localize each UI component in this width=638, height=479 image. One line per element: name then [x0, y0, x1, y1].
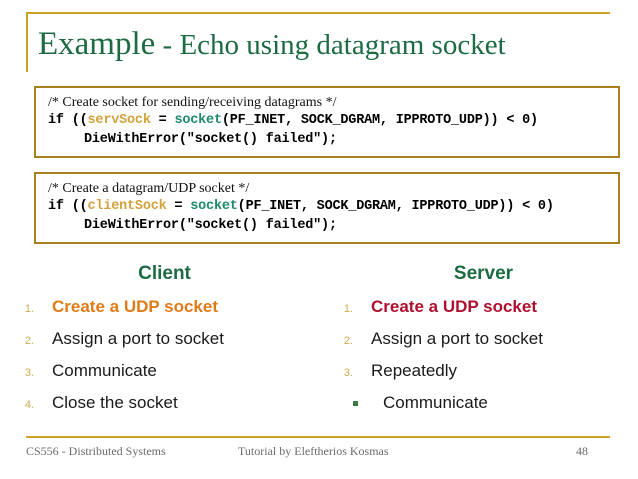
footer-course-name: CS556 - Distributed Systems [26, 444, 166, 458]
page-title-sub: Echo using datagram socket [179, 29, 506, 61]
list-item-label: Repeatedly [371, 361, 458, 380]
code-token-function: socket [174, 113, 222, 128]
code-line-call: DieWithError("socket() failed"); [84, 132, 337, 147]
two-column-steps: Client 1. Create a UDP socket 2. Assign … [0, 262, 638, 420]
header-left-accent-bar [26, 12, 28, 72]
list-item: 2. Assign a port to socket [0, 324, 319, 356]
footer: CS556 - Distributed Systems Tutorial by … [26, 444, 610, 464]
code-token-args: (PF_INET, SOCK_DGRAM, IPPROTO_UDP)) < 0) [237, 199, 554, 214]
footer-page-number: 48 [576, 444, 588, 458]
list-item: 4. Close the socket [0, 388, 319, 420]
list-item-label: Create a UDP socket [371, 297, 537, 316]
list-item: 2. Assign a port to socket [319, 324, 638, 356]
list-item: 3. Repeatedly [319, 356, 638, 388]
list-item: 1. Create a UDP socket [0, 292, 319, 324]
page-title: Example - Echo using datagram socket [38, 22, 618, 67]
list-item-number: 3. [343, 367, 353, 379]
code-comment: /* Create socket for sending/receiving d… [48, 95, 337, 110]
list-item-number: 1. [343, 303, 353, 315]
code-comment: /* Create a datagram/UDP socket */ [48, 181, 250, 196]
list-item-label: Create a UDP socket [52, 297, 218, 316]
page-title-separator: - [155, 29, 180, 61]
code-line-call: DieWithError("socket() failed"); [84, 218, 337, 233]
code-block-client: /* Create a datagram/UDP socket */ if ((… [34, 172, 620, 244]
footer-author: Tutorial by Eleftherios Kosmas [238, 444, 389, 458]
code-line-if: if ((clientSock = socket(PF_INET, SOCK_D… [48, 197, 618, 216]
list-sub-item-label: Communicate [383, 393, 488, 412]
client-step-list: 1. Create a UDP socket 2. Assign a port … [0, 292, 319, 420]
code-token-function: socket [190, 199, 238, 214]
header-gold-rule [26, 12, 610, 14]
code-token-variable: servSock [87, 113, 151, 128]
list-item-number: 1. [24, 303, 34, 315]
list-sub-item: Communicate [319, 388, 638, 418]
list-item-label: Close the socket [52, 393, 178, 412]
code-token-prefix: if (( [48, 199, 88, 214]
server-column: Server 1. Create a UDP socket 2. Assign … [319, 262, 638, 420]
code-token-assign: = [150, 113, 175, 128]
page-title-main: Example [38, 26, 156, 62]
code-token-args: (PF_INET, SOCK_DGRAM, IPPROTO_UDP)) < 0) [221, 113, 538, 128]
code-block-server: /* Create socket for sending/receiving d… [34, 86, 620, 158]
server-column-heading: Server [453, 263, 514, 284]
code-token-prefix: if (( [48, 113, 88, 128]
list-item-number: 2. [24, 335, 34, 347]
list-item-label: Assign a port to socket [371, 329, 543, 348]
square-bullet-icon [353, 400, 358, 406]
list-item-number: 3. [24, 367, 34, 379]
code-token-variable: clientSock [87, 199, 167, 214]
list-item: 3. Communicate [0, 356, 319, 388]
footer-gold-rule [26, 436, 610, 438]
code-token-assign: = [166, 199, 191, 214]
list-item-label: Communicate [52, 361, 157, 380]
client-column-heading: Client [138, 263, 191, 284]
list-item-number: 2. [343, 335, 353, 347]
client-column: Client 1. Create a UDP socket 2. Assign … [0, 262, 319, 420]
list-item-number: 4. [24, 399, 34, 411]
server-step-list: 1. Create a UDP socket 2. Assign a port … [319, 292, 638, 418]
list-item: 1. Create a UDP socket [319, 292, 638, 324]
list-item-label: Assign a port to socket [52, 329, 224, 348]
code-line-if: if ((servSock = socket(PF_INET, SOCK_DGR… [48, 111, 618, 130]
